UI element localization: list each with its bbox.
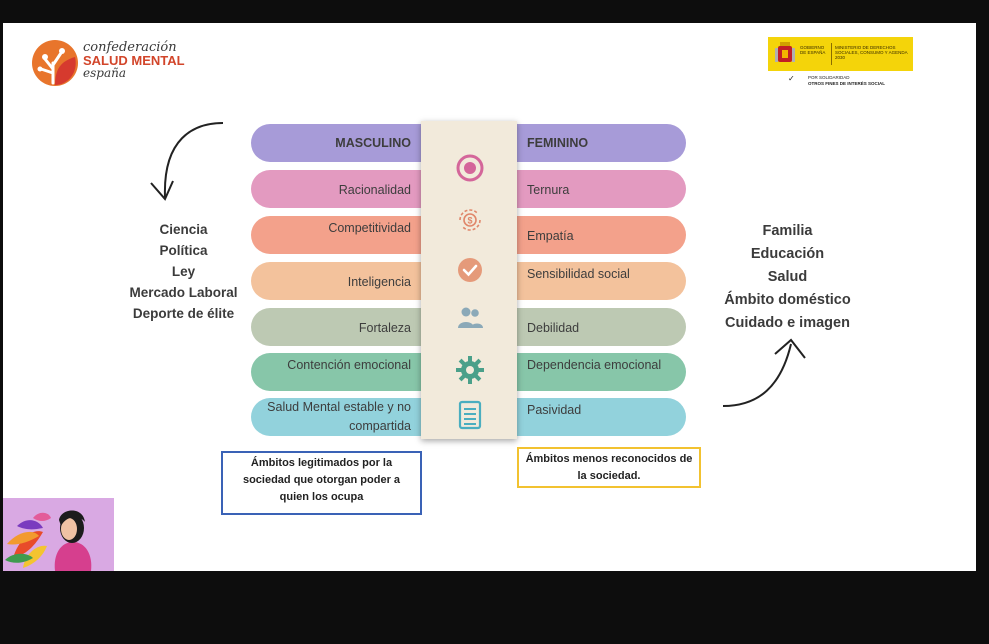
woman-illustration-icon	[3, 498, 114, 571]
masculine-trait: Competitividad	[328, 221, 411, 235]
masculine-trait: Salud Mental estable y no compartida	[267, 398, 411, 436]
list-item: Deporte de élite	[132, 306, 235, 321]
masculine-trait-line-2: compartida	[349, 419, 411, 433]
feminine-trait: Empatía	[527, 229, 574, 243]
caption-line-2: OTROS FINES DE INTERÉS SOCIAL	[808, 80, 886, 86]
masculine-trait: Racionalidad	[338, 183, 411, 197]
list-item: Ciencia	[159, 222, 208, 237]
check-badge-icon	[458, 258, 482, 282]
gobierno-band: GOBIERNO DE ESPAÑA MINISTERIO DE DERECHO…	[768, 37, 913, 71]
logo-text-confederacion: confederación	[83, 40, 177, 55]
legitimized-domains-note: Ámbitos legitimados por la sociedad que …	[221, 451, 422, 515]
curved-arrow-right-icon	[722, 338, 806, 407]
svg-text:$: $	[467, 216, 472, 226]
note-line: Ámbitos legitimados por la	[250, 457, 393, 469]
tree-logo-icon	[32, 40, 78, 86]
presentation-slide: confederación SALUD MENTAL españa GOBIER…	[3, 23, 976, 571]
list-item: Ley	[171, 264, 196, 279]
list-item: Familia	[762, 223, 813, 239]
gobierno-divider	[831, 43, 832, 65]
less-recognized-domains-note: Ámbitos menos reconocidos de la sociedad…	[517, 447, 701, 488]
note-line: Ámbitos menos reconocidos de	[525, 453, 693, 465]
list-item: Cuidado e imagen	[725, 315, 850, 331]
list-item: Educación	[750, 246, 825, 262]
confederacion-logo: confederación SALUD MENTAL españa	[31, 37, 191, 89]
presenter-thumbnail	[3, 498, 114, 571]
check-icon: ✓	[788, 74, 795, 83]
masculine-trait-line-1: Salud Mental estable y no	[267, 400, 411, 414]
logo-text-salud-mental: SALUD MENTAL	[83, 53, 185, 68]
note-line: sociedad que otorgan poder a	[242, 474, 401, 486]
gobierno-text: GOBIERNO DE ESPAÑA	[800, 45, 826, 55]
feminine-trait: Dependencia emocional	[527, 358, 662, 372]
gobierno-caption: POR SOLIDARIDAD OTROS FINES DE INTERÉS S…	[808, 75, 885, 86]
masculine-trait: Fortaleza	[358, 321, 411, 335]
masculine-domains-list: Ciencia Política Ley Mercado Laboral Dep…	[121, 219, 246, 324]
dollar-cycle-icon: $	[459, 209, 481, 231]
users-icon	[458, 307, 483, 328]
feminine-domains-list: Familia Educación Salud Ámbito doméstico…	[715, 220, 860, 335]
gobierno-logo: GOBIERNO DE ESPAÑA MINISTERIO DE DERECHO…	[768, 37, 913, 87]
masculine-trait: Inteligencia	[347, 275, 411, 289]
masculine-trait: Contención emocional	[287, 358, 411, 372]
list-item: Salud	[767, 269, 808, 285]
target-icon	[456, 154, 484, 182]
logo-text-espana: españa	[83, 66, 126, 80]
ministerio-text: MINISTERIO DE DERECHOS SOCIALES, CONSUMO…	[835, 45, 908, 60]
femenino-label: FEMININO	[527, 136, 589, 150]
list-item: Ámbito doméstico	[724, 292, 851, 308]
masculino-label: MASCULINO	[335, 136, 411, 150]
feminine-trait: Sensibilidad social	[527, 267, 630, 281]
coat-of-arms-icon	[775, 42, 795, 62]
caption-line-1: POR SOLIDARIDAD	[808, 75, 850, 80]
note-line: la sociedad.	[577, 470, 641, 482]
list-item: Política	[159, 243, 208, 258]
feminine-trait: Ternura	[527, 183, 570, 197]
curved-arrow-left-icon	[150, 122, 224, 201]
feminine-trait: Debilidad	[527, 321, 580, 335]
list-item: Mercado Laboral	[129, 285, 238, 300]
note-line: quien los ocupa	[279, 491, 364, 503]
gear-icon	[456, 356, 484, 384]
feminine-trait: Pasividad	[527, 403, 582, 417]
document-icon	[458, 400, 482, 430]
center-icon-panel: $	[421, 121, 517, 439]
